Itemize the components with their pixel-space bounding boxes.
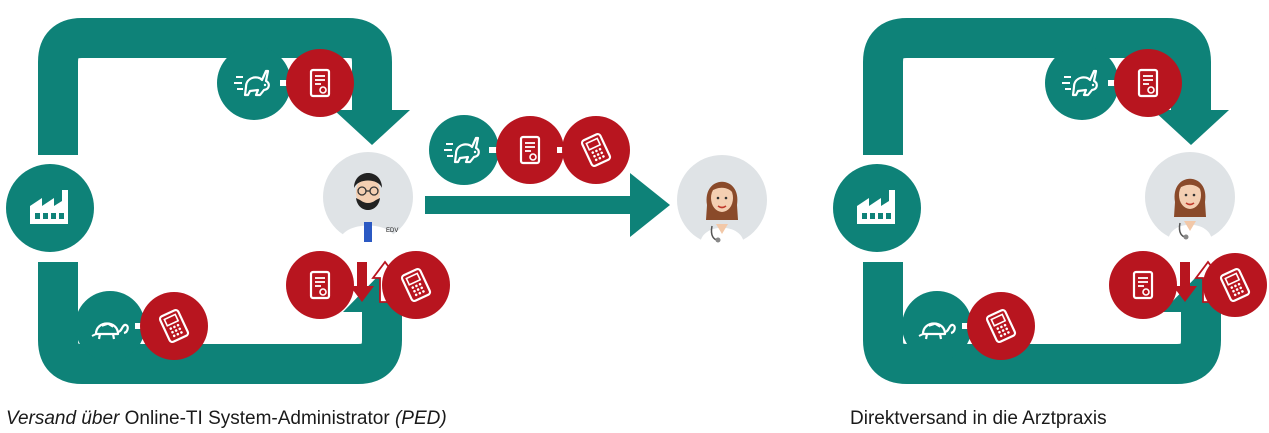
caption-right: Direktversand in die Arztpraxis (850, 408, 1107, 429)
fast-rabbit-icon (429, 115, 499, 185)
direct-slow-route-arrow (863, 262, 1221, 384)
it-administrator-avatar (323, 152, 413, 242)
down-arrow-icon (350, 262, 374, 302)
direct-fast-route-arrow (863, 18, 1211, 155)
certificate-document-icon (286, 49, 354, 117)
caption-left-part1: Versand über (6, 408, 120, 429)
fast-route-arrowhead (334, 110, 410, 145)
delivery-diagram: EDV (6, 18, 1267, 384)
female-doctor-avatar (676, 154, 768, 246)
slow-route-arrow (38, 262, 402, 384)
caption-left-part2: Online-TI System-Administrator (119, 408, 395, 429)
certificate-document-icon (496, 116, 564, 184)
fast-route-arrow (38, 18, 392, 155)
caption-left-part3: (PED) (394, 408, 447, 429)
fast-rabbit-icon (1045, 46, 1119, 120)
female-doctor-avatar (1144, 151, 1236, 243)
forward-arrow-body (425, 196, 640, 214)
direct-fast-route-arrowhead (1153, 110, 1229, 145)
caption-left: Versand über Online-TI System-Administra… (6, 408, 447, 430)
certificate-document-icon (1109, 251, 1177, 319)
fast-rabbit-icon (217, 46, 291, 120)
certificate-document-icon (1114, 49, 1182, 117)
edv-badge: EDV (386, 228, 398, 234)
down-arrow-icon (1173, 262, 1197, 302)
certificate-document-icon (286, 251, 354, 319)
forward-arrow-head (630, 173, 670, 237)
